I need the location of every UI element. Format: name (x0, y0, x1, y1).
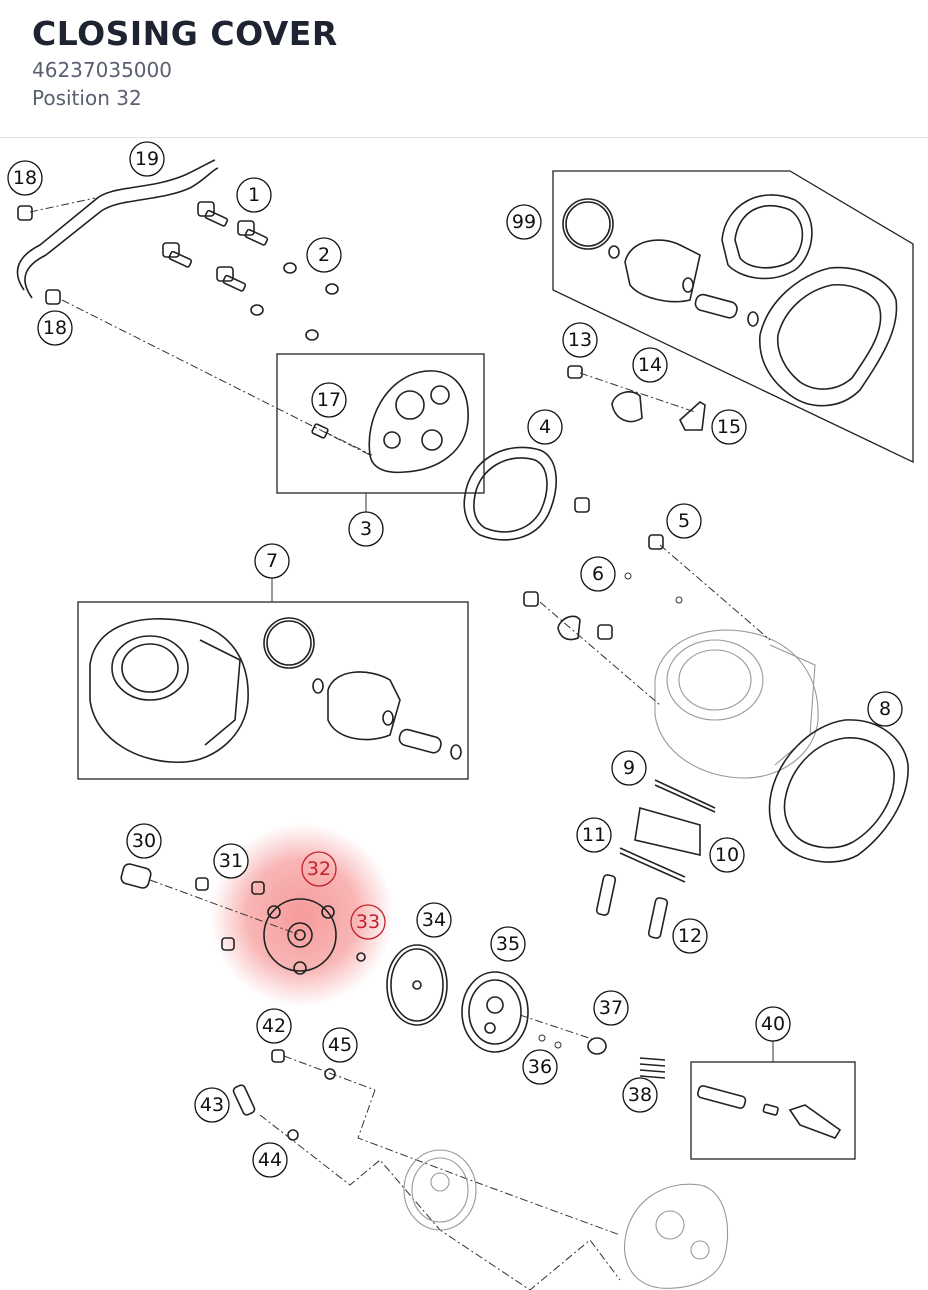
callout-30[interactable]: 30 (126, 823, 162, 859)
bottom-assembly-faint (403, 1149, 729, 1289)
bolt-icon (216, 266, 247, 292)
callout-32[interactable]: 32 (301, 851, 337, 887)
svg-text:6: 6 (592, 563, 604, 585)
position-label: Position 32 (32, 86, 142, 110)
piston-kit-box (552, 170, 914, 464)
svg-text:99: 99 (512, 211, 536, 233)
callout-99[interactable]: 99 (506, 204, 542, 240)
svg-text:31: 31 (219, 850, 243, 872)
bottom-fasteners (232, 1049, 621, 1290)
base-gasket-8 (768, 719, 909, 863)
svg-text:33: 33 (356, 911, 380, 933)
callout-14[interactable]: 14 (632, 347, 668, 383)
svg-text:44: 44 (258, 1149, 282, 1171)
callout-31[interactable]: 31 (213, 843, 249, 879)
coolant-hose-group (16, 159, 371, 456)
callout-40[interactable]: 40 (755, 1006, 791, 1042)
callout-33[interactable]: 33 (350, 904, 386, 940)
cylinder-head-box (276, 353, 485, 512)
callout-8[interactable]: 8 (867, 691, 903, 727)
callout-10[interactable]: 10 (709, 837, 745, 873)
svg-text:11: 11 (582, 824, 606, 846)
svg-text:32: 32 (307, 858, 331, 880)
callout-12[interactable]: 12 (672, 918, 708, 954)
svg-text:5: 5 (678, 510, 690, 532)
svg-text:42: 42 (262, 1015, 286, 1037)
bolt-icon (197, 201, 229, 227)
svg-text:18: 18 (13, 167, 37, 189)
callout-18a[interactable]: 18 (7, 160, 43, 196)
highlight-region (210, 823, 394, 1007)
callout-11[interactable]: 11 (576, 817, 612, 853)
callout-4[interactable]: 4 (527, 409, 563, 445)
callout-15[interactable]: 15 (711, 409, 747, 445)
exploded-parts-diagram: 18 19 1 2 18 17 3 4 99 13 14 15 5 6 7 8 … (7, 141, 914, 1290)
callout-2[interactable]: 2 (306, 237, 342, 273)
callout-44[interactable]: 44 (252, 1142, 288, 1178)
svg-text:13: 13 (568, 329, 592, 351)
header: CLOSING COVER 46237035000 Position 32 (0, 0, 928, 138)
cylinder-head-bolts (162, 201, 339, 341)
cylinder-box (77, 578, 469, 780)
cylinder-assembly-faint (523, 497, 819, 779)
svg-text:17: 17 (317, 389, 341, 411)
callout-1[interactable]: 1 (236, 177, 272, 213)
callout-9[interactable]: 9 (611, 750, 647, 786)
bracket-group (567, 365, 706, 431)
callout-7[interactable]: 7 (254, 543, 290, 579)
callout-35[interactable]: 35 (490, 926, 526, 962)
callout-13[interactable]: 13 (562, 322, 598, 358)
svg-text:35: 35 (496, 933, 520, 955)
svg-text:19: 19 (135, 148, 159, 170)
callout-17[interactable]: 17 (311, 382, 347, 418)
callout-5[interactable]: 5 (666, 503, 702, 539)
svg-text:18: 18 (43, 317, 67, 339)
svg-text:7: 7 (266, 550, 278, 572)
part-number: 46237035000 (32, 58, 172, 82)
svg-text:36: 36 (528, 1056, 552, 1078)
callout-34[interactable]: 34 (416, 902, 452, 938)
svg-text:30: 30 (132, 830, 156, 852)
reed-and-pins (595, 779, 716, 939)
bolt-icon (162, 242, 193, 268)
svg-text:43: 43 (200, 1094, 224, 1116)
valve-box-40 (690, 1040, 856, 1160)
svg-text:34: 34 (422, 909, 446, 931)
svg-text:2: 2 (318, 244, 330, 266)
svg-text:40: 40 (761, 1013, 785, 1035)
callout-19[interactable]: 19 (129, 141, 165, 177)
svg-text:12: 12 (678, 925, 702, 947)
svg-text:9: 9 (623, 757, 635, 779)
housing-35 (461, 971, 607, 1055)
callout-6[interactable]: 6 (580, 556, 616, 592)
svg-text:3: 3 (360, 518, 372, 540)
callout-38[interactable]: 38 (622, 1077, 658, 1113)
callout-36[interactable]: 36 (522, 1049, 558, 1085)
callout-37[interactable]: 37 (593, 990, 629, 1026)
callout-45[interactable]: 45 (322, 1027, 358, 1063)
callout-18b[interactable]: 18 (37, 310, 73, 346)
bolt-icon (237, 220, 269, 246)
svg-text:14: 14 (638, 354, 662, 376)
callout-43[interactable]: 43 (194, 1087, 230, 1123)
svg-text:37: 37 (599, 997, 623, 1019)
svg-text:4: 4 (539, 416, 551, 438)
diaphragm-34 (386, 944, 448, 1026)
closing-cover-group (120, 863, 366, 975)
svg-text:10: 10 (715, 844, 739, 866)
svg-text:38: 38 (628, 1084, 652, 1106)
head-gasket-4 (463, 446, 557, 541)
page-title: CLOSING COVER (32, 14, 338, 53)
svg-text:1: 1 (248, 184, 260, 206)
svg-text:45: 45 (328, 1034, 352, 1056)
callout-42[interactable]: 42 (256, 1008, 292, 1044)
spring-38 (639, 1057, 666, 1079)
hose-clamp-icon (45, 289, 61, 305)
svg-text:15: 15 (717, 416, 741, 438)
hose-clamp-icon (17, 205, 33, 221)
callout-3[interactable]: 3 (348, 511, 384, 547)
closing-cover-icon (263, 898, 337, 972)
svg-text:8: 8 (879, 698, 891, 720)
